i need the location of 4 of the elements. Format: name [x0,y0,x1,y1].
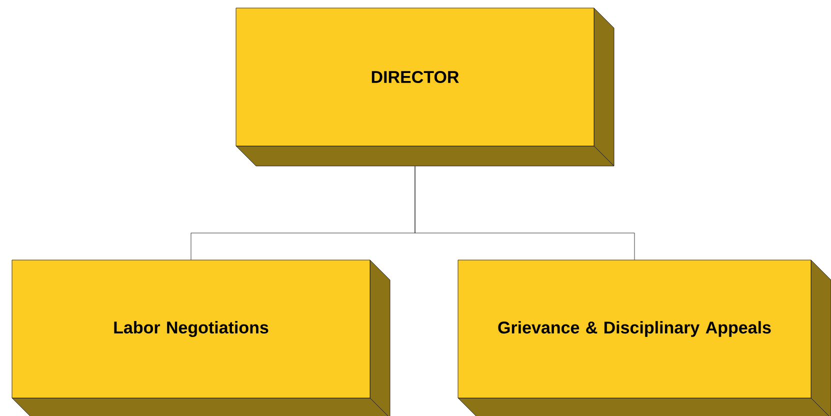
box: DIRECTOR [236,8,614,166]
connector-line [414,166,635,260]
box: Grievance & Disciplinary Appeals [458,260,831,416]
box: Labor Negotiations [12,260,390,416]
